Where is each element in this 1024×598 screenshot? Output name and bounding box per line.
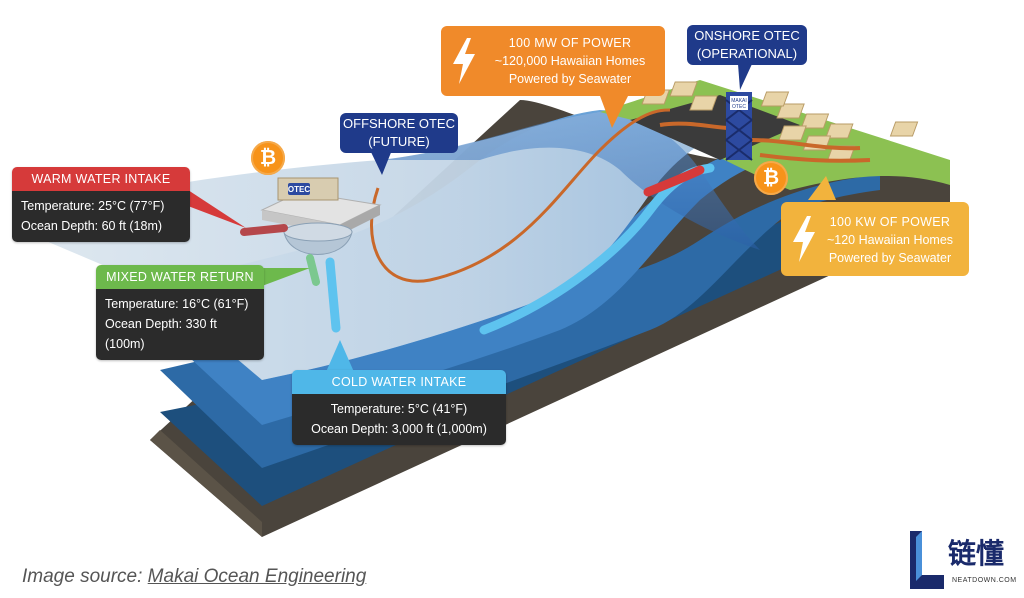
cold-water-intake-title: COLD WATER INTAKE xyxy=(292,370,506,394)
power-small-pointer xyxy=(808,176,836,200)
power-large-source: Powered by Seawater xyxy=(508,72,632,87)
onshore-otec-status: (OPERATIONAL) xyxy=(696,46,798,61)
mixed-water-return-title: MIXED WATER RETURN xyxy=(96,265,264,289)
warm-water-temperature: Temperature: 25°C (77°F) xyxy=(21,199,165,213)
cold-water-intake-callout: COLD WATER INTAKE Temperature: 5°C (41°F… xyxy=(292,370,506,445)
bitcoin-symbol: ₿ xyxy=(259,146,277,169)
mixed-water-return-pipe xyxy=(306,254,320,286)
onshore-otec-tower xyxy=(725,92,753,161)
onshore-warm-water-pipe xyxy=(643,165,705,197)
power-small-title: 100 KW OF POWER xyxy=(829,215,951,229)
onshore-otec-title: ONSHORE OTEC xyxy=(694,28,800,44)
lightning-bolt-icon xyxy=(793,216,815,262)
power-small-homes: ~120 Hawaiian Homes xyxy=(826,233,954,248)
mixed-water-depth: Ocean Depth: 330 ft (100m) xyxy=(105,317,217,351)
offshore-otec-tag: OFFSHORE OTEC (FUTURE) xyxy=(340,113,458,153)
power-large-homes: ~120,000 Hawaiian Homes xyxy=(494,54,646,69)
platform-otec-label: OTEC xyxy=(288,185,310,194)
cold-callout-pointer xyxy=(326,340,354,372)
caption-source-link[interactable]: Makai Ocean Engineering xyxy=(147,566,367,587)
bitcoin-icon: ₿ xyxy=(251,141,285,175)
wave-crest xyxy=(380,111,760,251)
onshore-tag-pointer xyxy=(738,64,752,90)
tower-label-line-1: MAKAI xyxy=(731,98,747,104)
warm-water-intake-callout: WARM WATER INTAKE Temperature: 25°C (77°… xyxy=(12,167,190,242)
cold-water-temperature: Temperature: 5°C (41°F) xyxy=(330,402,468,416)
tower-label-line-2: OTEC xyxy=(732,104,746,110)
brand-watermark: 链懂 NEATDOWN.COM xyxy=(906,529,1020,593)
mixed-water-temperature: Temperature: 16°C (61°F) xyxy=(105,297,249,311)
brand-domain: NEATDOWN.COM xyxy=(952,577,1017,584)
power-small-box: 100 KW OF POWER ~120 Hawaiian Homes Powe… xyxy=(781,202,969,276)
mixed-water-return-callout: MIXED WATER RETURN Temperature: 16°C (61… xyxy=(96,265,264,360)
warm-callout-pointer xyxy=(188,190,246,228)
offshore-tag-pointer xyxy=(370,150,392,175)
land-front-face xyxy=(150,430,262,537)
bitcoin-symbol: ₿ xyxy=(762,166,780,189)
power-cable xyxy=(370,108,671,283)
power-large-box: 100 MW OF POWER ~120,000 Hawaiian Homes … xyxy=(441,26,665,96)
lightning-bolt-icon xyxy=(453,38,475,84)
warm-water-intake-title: WARM WATER INTAKE xyxy=(12,167,190,191)
brand-chinese-name: 链懂 xyxy=(948,537,1005,570)
warm-water-intake-pipe xyxy=(240,224,288,236)
warm-water-depth: Ocean Depth: 60 ft (18m) xyxy=(21,219,163,233)
image-source-caption: Image source: Makai Ocean Engineering xyxy=(22,566,366,588)
mixed-callout-pointer xyxy=(262,268,310,286)
cold-water-intake-pipe xyxy=(325,257,341,333)
caption-prefix: Image source: xyxy=(22,566,148,587)
brand-logo-mark xyxy=(910,531,944,589)
onshore-otec-tag: ONSHORE OTEC (OPERATIONAL) xyxy=(687,25,807,65)
power-large-pointer xyxy=(600,96,628,128)
power-large-title: 100 MW OF POWER xyxy=(508,36,632,50)
offshore-otec-status: (FUTURE) xyxy=(368,134,430,149)
cold-water-depth: Ocean Depth: 3,000 ft (1,000m) xyxy=(311,422,487,436)
power-small-source: Powered by Seawater xyxy=(828,251,952,266)
onshore-facility-panels xyxy=(641,81,919,161)
offshore-otec-platform xyxy=(260,177,382,255)
offshore-otec-title: OFFSHORE OTEC xyxy=(343,116,455,132)
bitcoin-icon: ₿ xyxy=(754,161,788,195)
